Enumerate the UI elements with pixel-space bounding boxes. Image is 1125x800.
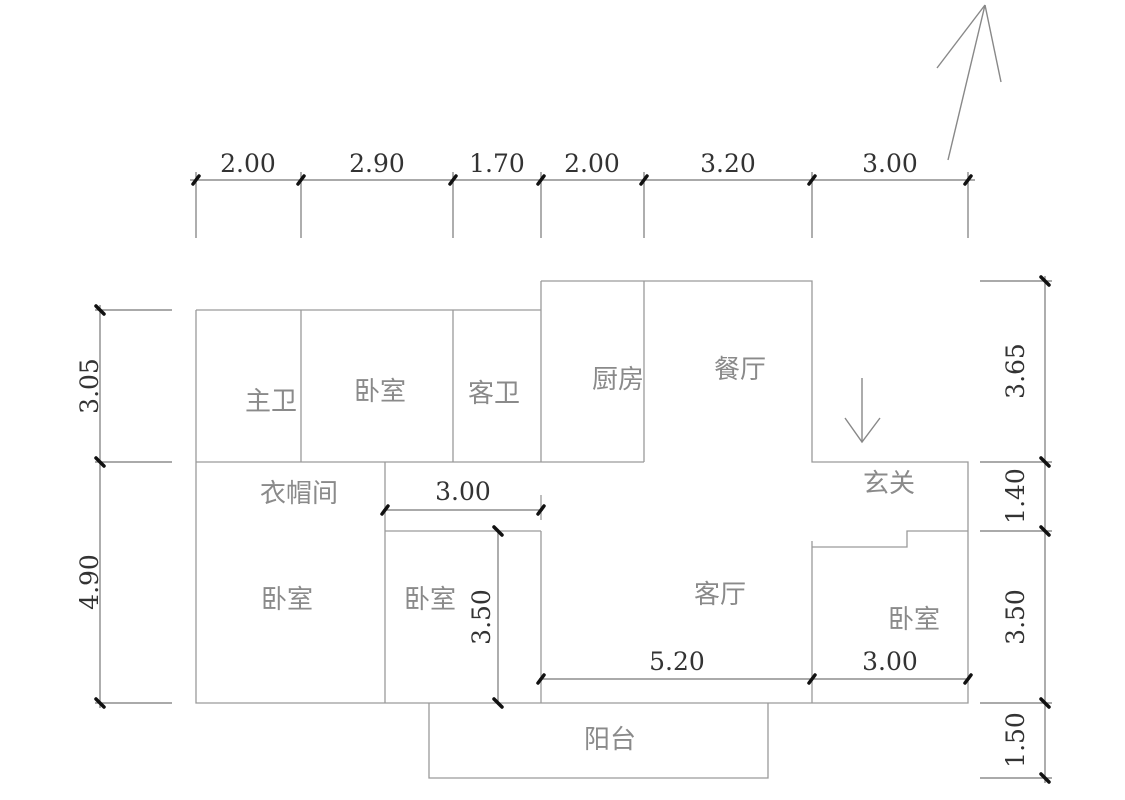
room-bedroom-left: 卧室 [261,585,313,615]
dim-top-6: 3.00 [862,149,918,178]
inner-dimensions: 3.00 3.50 5.20 3.00 [380,477,973,709]
top-dimension-chain: 2.00 2.90 1.70 2.00 3.20 3.00 [190,149,975,238]
room-bedroom-right: 卧室 [888,605,940,635]
dim-left-2: 4.90 [75,554,104,610]
dim-small-bedroom-depth: 3.50 [467,589,496,645]
dim-right-4: 1.50 [1001,712,1030,768]
room-guest-bath: 客卫 [468,379,520,409]
walls [195,280,969,779]
entry-arrow-icon [844,378,881,444]
room-bedroom-small: 卧室 [404,585,456,615]
dim-left-1: 3.05 [75,358,104,414]
dim-top-2: 2.90 [349,149,405,178]
dim-top-5: 3.20 [700,149,756,178]
room-closet: 衣帽间 [260,479,338,509]
room-dining: 餐厅 [714,355,766,385]
dim-closet-width: 3.00 [435,477,491,506]
dim-right-3: 3.50 [1001,589,1030,645]
dim-right-bedroom-width: 3.00 [862,647,918,676]
left-dimension-chain: 3.05 4.90 [75,304,172,709]
room-living: 客厅 [694,580,746,610]
north-arrow-icon [936,4,1002,161]
room-kitchen: 厨房 [592,365,644,395]
dim-living-width: 5.20 [649,647,705,676]
dim-top-1: 2.00 [220,149,276,178]
room-master-bath: 主卫 [245,387,297,417]
dim-right-2: 1.40 [1001,468,1030,524]
room-entrance: 玄关 [863,469,915,499]
room-balcony: 阳台 [584,725,636,755]
room-labels: 主卫 卧室 客卫 厨房 餐厅 衣帽间 卧室 卧室 客厅 玄关 卧室 阳台 [245,355,940,755]
dim-right-1: 3.65 [1001,343,1030,399]
dim-top-3: 1.70 [469,149,525,178]
room-bedroom-top: 卧室 [354,377,406,407]
dim-top-4: 2.00 [564,149,620,178]
right-dimension-chain: 3.65 1.40 3.50 1.50 [980,275,1052,784]
